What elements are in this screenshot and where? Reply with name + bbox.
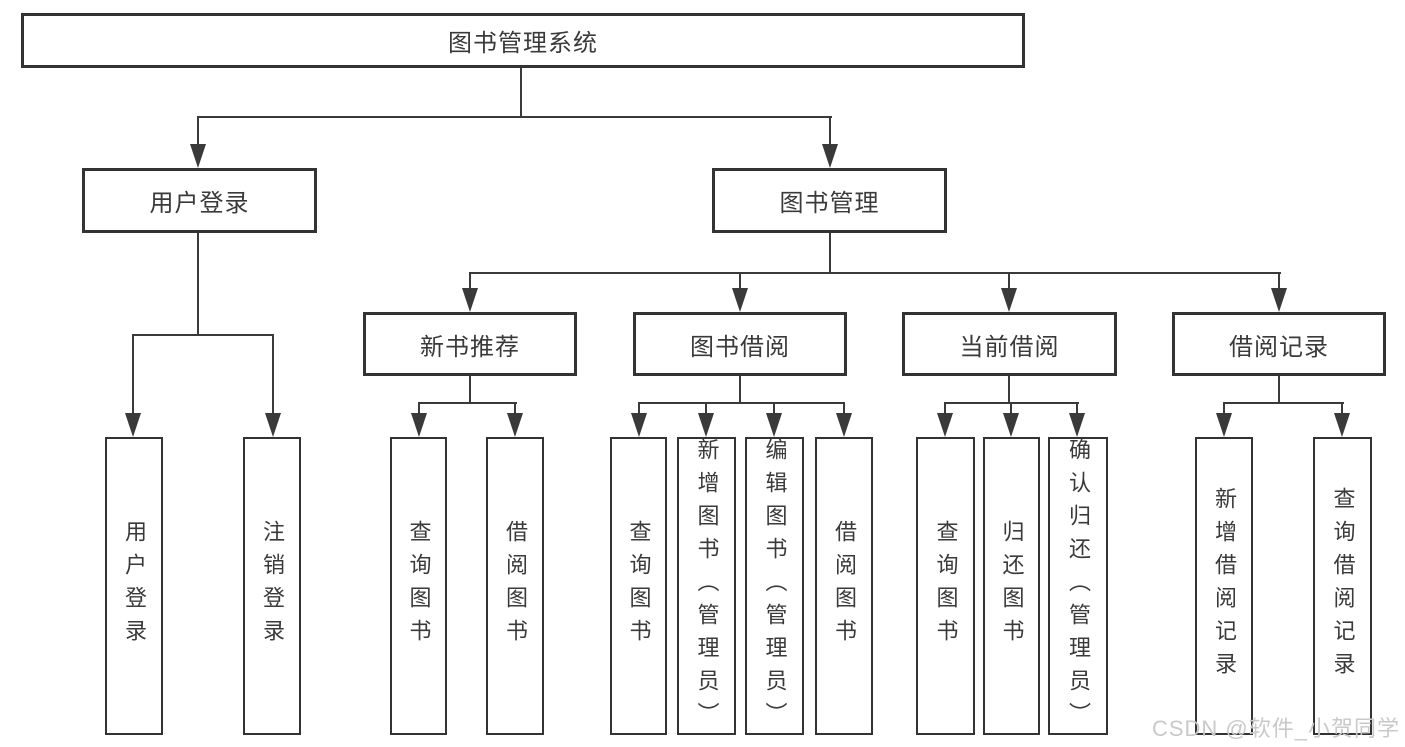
connector-line [1008,376,1010,404]
arrow-down-icon [766,413,782,437]
connector-line [739,376,741,404]
connector-line [514,402,516,414]
connector-line [1223,402,1344,404]
arrow-down-icon [1334,413,1350,437]
leaf-add-borrow-record-label: 新增借阅记录 [1212,487,1237,685]
arrow-down-icon [507,413,523,437]
connector-line [132,334,274,336]
node-borrowing-records-label: 借阅记录 [1229,333,1329,361]
leaf-query-books-recommend-label: 查询图书 [406,520,432,652]
connector-line [418,402,517,404]
arrow-down-icon [822,144,838,168]
arrow-down-icon [462,288,478,312]
arrow-down-icon [937,413,953,437]
node-book-management: 图书管理 [712,168,947,233]
connector-line [1278,376,1280,404]
connector-line [1341,402,1343,414]
connector-line [197,116,832,118]
connector-line [132,334,134,416]
connector-line [829,233,831,274]
node-root-label: 图书管理系统 [448,30,598,57]
connector-line [705,402,707,414]
leaf-confirm-return-admin: 确认归还（管理员） [1048,437,1108,735]
leaf-edit-books-admin-label: 编辑图书（管理员） [762,437,788,735]
leaf-add-borrow-record: 新增借阅记录 [1195,437,1253,735]
connector-line [1076,402,1078,414]
leaf-logout: 注销登录 [243,437,301,735]
connector-line [1278,272,1280,290]
connector-line [469,272,471,290]
connector-line [1223,402,1225,414]
node-book-borrowing-label: 图书借阅 [690,333,790,361]
leaf-edit-books-admin: 编辑图书（管理员） [745,437,804,735]
leaf-borrow-books-borrowing: 借阅图书 [815,437,873,735]
connector-line [1010,402,1012,414]
arrow-down-icon [1069,413,1085,437]
leaf-logout-label: 注销登录 [260,520,285,652]
node-book-management-label: 图书管理 [779,190,880,217]
arrow-down-icon [1271,288,1287,312]
connector-line [829,116,831,146]
connector-line [197,116,199,146]
leaf-query-books-current: 查询图书 [916,437,975,735]
connector-line [739,272,741,290]
arrow-down-icon [265,413,281,437]
leaf-add-books-admin: 新增图书（管理员） [677,437,736,735]
leaf-confirm-return-admin-label: 确认归还（管理员） [1066,437,1091,735]
connector-line [638,402,640,414]
connector-line [638,402,845,404]
leaf-query-borrow-record: 查询借阅记录 [1313,437,1372,735]
node-root: 图书管理系统 [21,13,1025,68]
node-user-login-label: 用户登录 [149,190,250,217]
csdn-watermark: CSDN @软件_小贺同学 [1151,716,1400,741]
connector-line [944,402,946,414]
node-new-book-recommendation-label: 新书推荐 [420,333,520,361]
leaf-query-books-borrowing-label: 查询图书 [626,520,652,652]
leaf-user-login: 用户登录 [105,437,163,735]
leaf-return-books: 归还图书 [983,437,1040,735]
node-borrowing-records: 借阅记录 [1172,312,1386,376]
leaf-borrow-books-recommend-label: 借阅图书 [503,520,528,652]
arrow-down-icon [1003,413,1019,437]
node-current-borrowing: 当前借阅 [902,312,1117,376]
connector-line [469,376,471,404]
leaf-query-books-current-label: 查询图书 [933,520,959,652]
leaf-borrow-books-recommend: 借阅图书 [486,437,544,735]
connector-line [469,272,1281,274]
node-new-book-recommendation: 新书推荐 [363,312,577,376]
node-user-login: 用户登录 [82,168,317,233]
leaf-query-books-recommend: 查询图书 [390,437,447,735]
leaf-return-books-label: 归还图书 [999,520,1025,652]
connector-line [272,334,274,416]
node-current-borrowing-label: 当前借阅 [959,333,1060,361]
connector-line [1008,272,1010,290]
arrow-down-icon [1001,288,1017,312]
leaf-query-borrow-record-label: 查询借阅记录 [1330,487,1356,685]
arrow-down-icon [836,413,852,437]
leaf-borrow-books-borrowing-label: 借阅图书 [832,520,857,652]
leaf-user-login-label: 用户登录 [122,520,147,652]
arrow-down-icon [411,413,427,437]
connector-line [197,233,199,335]
connector-line [418,402,420,414]
arrow-down-icon [631,413,647,437]
connector-line [773,402,775,414]
connector-line [843,402,845,414]
arrow-down-icon [1216,413,1232,437]
node-book-borrowing: 图书借阅 [633,312,847,376]
arrow-down-icon [732,288,748,312]
leaf-add-books-admin-label: 新增图书（管理员） [694,437,720,735]
leaf-query-books-borrowing: 查询图书 [610,437,667,735]
connector-line [520,66,522,118]
arrow-down-icon [125,413,141,437]
arrow-down-icon [698,413,714,437]
arrow-down-icon [190,144,206,168]
